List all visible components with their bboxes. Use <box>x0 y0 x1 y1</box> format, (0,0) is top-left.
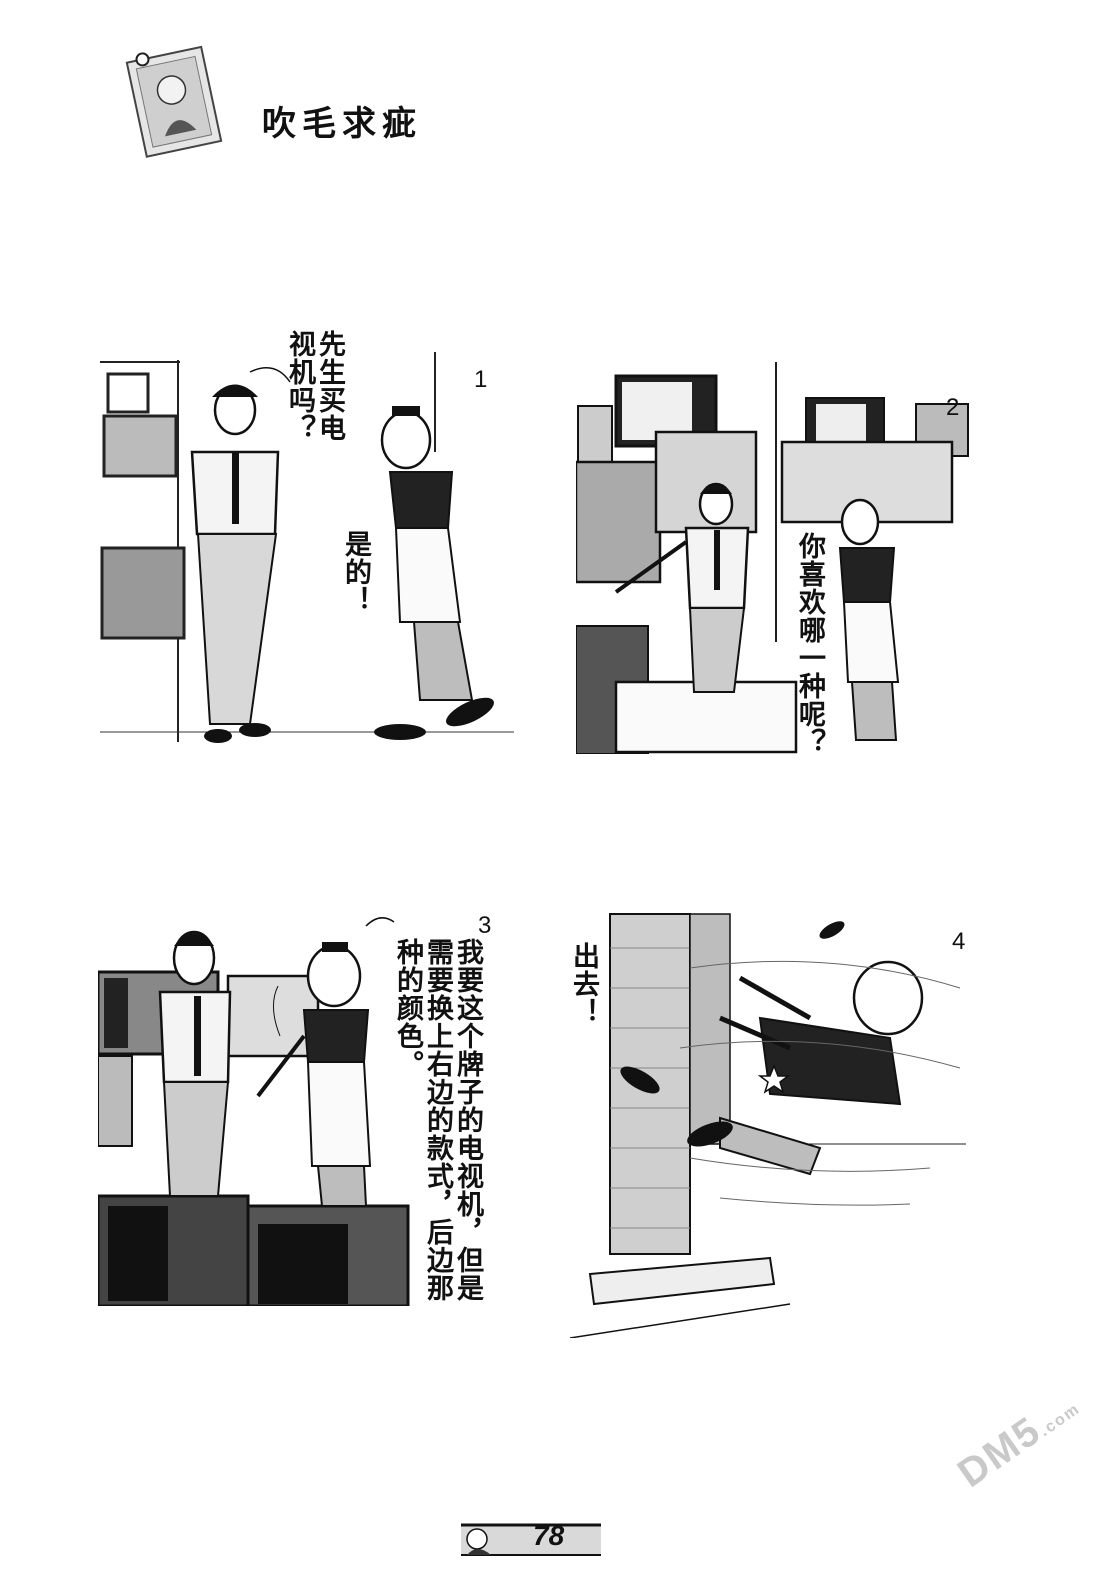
panel-1-art <box>100 352 514 743</box>
comic-panel-3: 3 <box>98 906 522 1306</box>
page-title: 吹毛求疵 <box>262 104 422 144</box>
site-watermark: DM5.com <box>950 1382 1087 1497</box>
panel-number: 3 <box>478 912 492 939</box>
page-number: 78 <box>533 1520 565 1551</box>
watermark-text: DM5 <box>950 1408 1050 1497</box>
speech-bubble-customer: 我要这个牌子的电视机，但是 需要换上右边的款式，后边那 种的颜色。 <box>392 938 483 1302</box>
speech-bubble-salesman: 你喜欢哪一种呢？ <box>794 532 825 756</box>
comic-panel-1: 1 <box>100 352 514 752</box>
speech-bubble-salesman: 先生买电 视机吗？ <box>284 330 345 442</box>
panel-2-art <box>576 362 969 754</box>
panel-number: 4 <box>952 928 966 955</box>
page-number-banner <box>461 1521 601 1557</box>
panel-number: 1 <box>474 366 488 393</box>
comic-panel-2: 2 <box>576 362 972 754</box>
comic-panel-4: 4 <box>570 908 974 1338</box>
speech-bubble-salesman: 出去！ <box>568 942 599 1026</box>
panel-4-art <box>570 913 966 1338</box>
panel-number: 2 <box>946 394 960 421</box>
watermark-suffix: .com <box>1036 1400 1084 1441</box>
panel-3-art <box>98 917 410 1306</box>
header-logo <box>118 42 228 162</box>
speech-bubble-customer: 是的！ <box>340 530 371 614</box>
